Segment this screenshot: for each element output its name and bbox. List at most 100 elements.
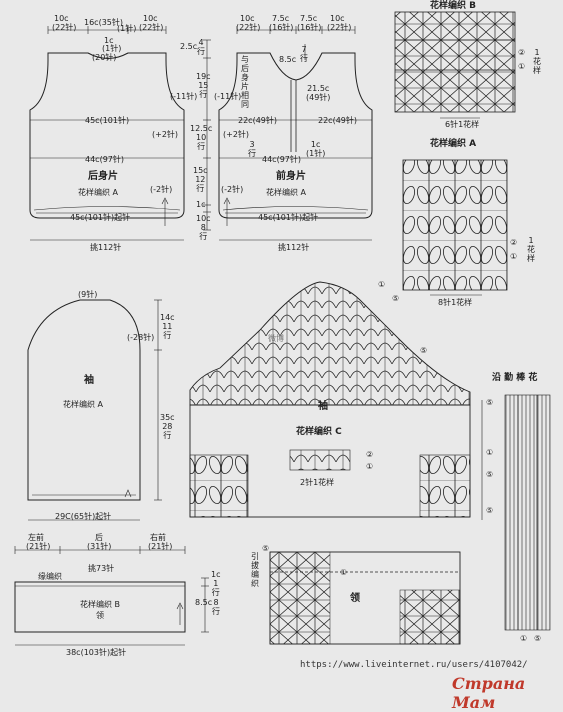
back-width-44c: 44c(97针) <box>85 155 124 164</box>
chart-b-row2: ② <box>518 48 526 57</box>
front-w22-right: 22c(49针) <box>318 116 357 125</box>
back-inc: (+2针) <box>152 130 179 139</box>
collar-edge: 缘编织 <box>38 572 62 581</box>
front-dim-10c-right: 10c <box>330 14 345 23</box>
front-dim-16st-left: (16针) <box>269 23 294 32</box>
chart-b-repeat: 6针1花样 <box>445 120 480 129</box>
back-dec: (-2针) <box>150 185 173 194</box>
chart-c-mark-7: ① <box>486 448 494 457</box>
chart-c-mark-6: ① <box>366 462 374 471</box>
chart-c-mark-5: ② <box>366 450 374 459</box>
front-w22-left: 22c(49针) <box>238 116 277 125</box>
front-dim-22st-left: (22针) <box>236 23 261 32</box>
collar-pick: 挑73针 <box>88 564 115 573</box>
collar-start: 38c(103针)起针 <box>66 648 127 657</box>
back-pattern: 花样编织 A <box>78 188 119 197</box>
back-width-45c: 45c(101针) <box>85 116 130 125</box>
back-piece <box>29 52 185 219</box>
chart-b <box>394 11 516 119</box>
front-dec: (-2针) <box>221 185 244 194</box>
chart-c-mark-4: ⑤ <box>486 398 494 407</box>
front-dim-7c5-right: 7.5c <box>300 14 318 23</box>
chart-c-mark-3: ⑤ <box>420 346 428 355</box>
chart-b-row1: ① <box>518 62 526 71</box>
edge-chart <box>504 394 551 631</box>
middle-dim-column <box>203 39 211 231</box>
back-dec11: (-11针) <box>170 92 198 101</box>
edge-title: 沿 勤 棒 花 <box>492 373 538 383</box>
mid-dim-1: 2.5c <box>180 42 198 51</box>
sleeve-title: 袖 <box>84 375 94 386</box>
chart-c-mark-8: ⑤ <box>486 470 494 479</box>
back-title: 后身片 <box>88 171 118 182</box>
front-start: 45c(101针)起针 <box>258 213 319 222</box>
front-dim-22st-right: (22针) <box>327 23 352 32</box>
collar-chart-mark-1: ① <box>340 568 348 577</box>
front-title: 前身片 <box>276 171 306 182</box>
collar-pattern: 花样编织 B <box>80 600 121 609</box>
chart-c-sleeve: 袖 <box>318 401 328 412</box>
chart-c-mark-9: ⑤ <box>486 506 494 515</box>
front-inc: (+2针) <box>223 130 250 139</box>
chart-a-row2: ② <box>510 238 518 247</box>
collar-right-front-st: (21针) <box>148 542 173 551</box>
sleeve-pattern: 花样编织 A <box>63 400 104 409</box>
sleeve-piece <box>27 299 141 501</box>
front-dim-7c5-left: 7.5c <box>272 14 290 23</box>
mid-dim-5: 1c <box>196 200 206 209</box>
front-pattern: 花样编织 A <box>266 188 307 197</box>
back-hem-pick: 挑112针 <box>90 243 122 252</box>
collar-back-st: (31针) <box>87 542 112 551</box>
back-dim-10c-right: 10c <box>143 14 158 23</box>
sleeve-dec: (-28针) <box>127 333 155 342</box>
chart-a <box>402 159 508 296</box>
back-dim-10c-left: 10c <box>54 14 69 23</box>
front-width-44c: 44c(97针) <box>262 155 301 164</box>
front-dim-16st-right: (16针) <box>297 23 322 32</box>
site-logo-text[interactable]: Страна Мам <box>452 674 526 712</box>
source-url[interactable]: https://www.liveinternet.ru/users/410704… <box>300 660 528 670</box>
front-neck-depth: 8.5c <box>279 55 297 64</box>
collar-back: 后 <box>95 533 103 542</box>
collar-chart <box>269 551 461 645</box>
edge-mark-5: ⑤ <box>534 634 542 643</box>
chart-a-repeat: 8针1花样 <box>438 298 473 307</box>
chart-b-title: 花样编织 B <box>430 1 476 11</box>
sleeve-dim-lines <box>28 299 162 521</box>
back-neck-20st: (20针) <box>92 53 117 62</box>
sleeve-start: 29C(65针)起针 <box>55 512 112 521</box>
front-slot-st: 1c(1针) <box>306 140 326 158</box>
chart-a-row1: ① <box>510 252 518 261</box>
chart-c-repeat: 2针1花样 <box>300 478 335 487</box>
collar-name: 领 <box>96 611 104 620</box>
front-dim-10c-left: 10c <box>240 14 255 23</box>
front-dec11: (-11针) <box>214 92 242 101</box>
collar-left-front-st: (21针) <box>26 542 51 551</box>
front-hem-pick: 挑112针 <box>278 243 310 252</box>
back-dim-lines <box>30 26 184 241</box>
collar-body-cm: 8.5c <box>195 598 213 607</box>
collar-dim-lines <box>14 546 209 646</box>
collar-chart-mark-5: ⑤ <box>262 544 270 553</box>
chart-c-title: 花样编织 C <box>296 427 342 437</box>
back-neck-1c: 1c <box>104 36 114 45</box>
back-dim-16c: 16c(35针) <box>84 18 123 27</box>
back-dim-1st: (1针) <box>117 24 137 33</box>
chart-a-title: 花样编织 A <box>430 139 477 149</box>
front-placket: 21.5c(49针) <box>306 84 331 102</box>
back-dim-22st-right: (22针) <box>139 23 164 32</box>
sleeve-top: (9针) <box>78 290 98 299</box>
